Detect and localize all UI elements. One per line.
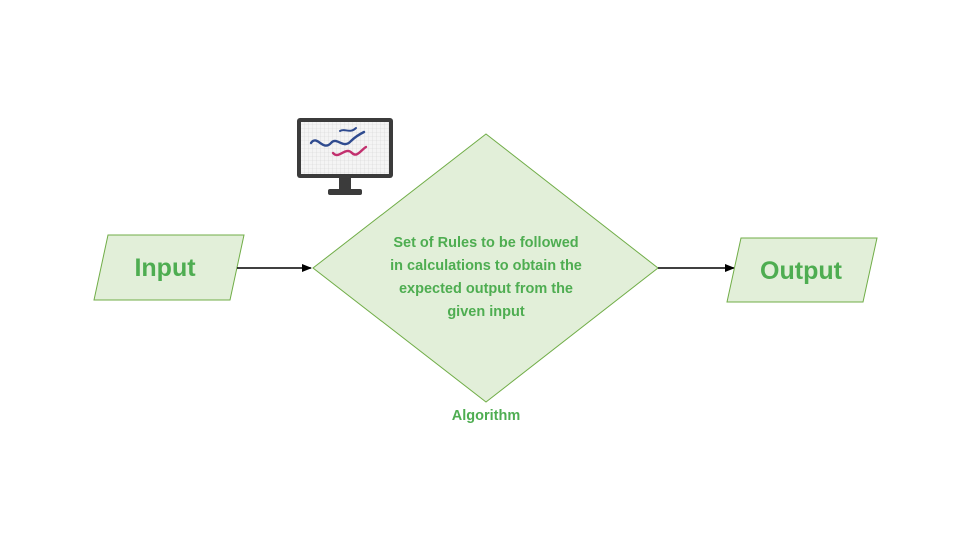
algorithm-description-line-3: expected output from the	[399, 281, 573, 297]
input-label: Input	[134, 254, 196, 282]
computer-monitor-icon	[297, 118, 393, 195]
algorithm-description-line-2: in calculations to obtain the	[390, 258, 582, 274]
algorithm-caption: Algorithm	[452, 408, 520, 424]
input-node: Input	[93, 234, 245, 301]
output-parallelogram	[726, 237, 878, 303]
output-label: Output	[760, 257, 843, 285]
algorithm-description-line-1: Set of Rules to be followed	[393, 235, 578, 251]
algorithm-node: Set of Rules to be followed in calculati…	[312, 133, 659, 403]
output-node: Output	[726, 237, 878, 303]
input-parallelogram	[93, 234, 245, 301]
algorithm-diamond	[312, 133, 659, 403]
algorithm-description-line-4: given input	[447, 304, 525, 320]
